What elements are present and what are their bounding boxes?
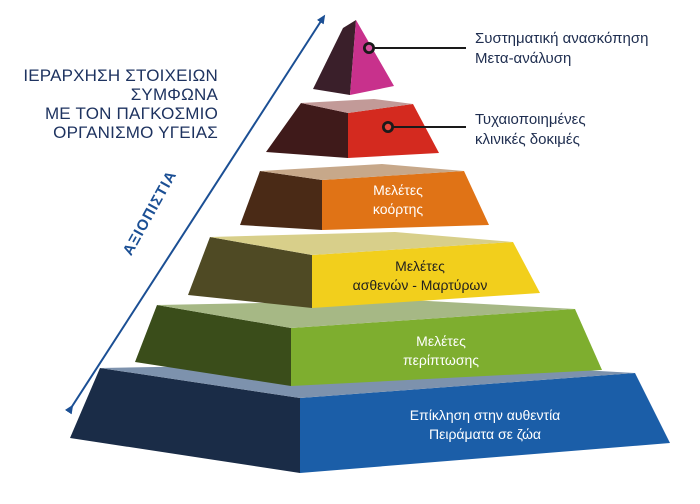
callout-rct: Τυχαιοποιημένες κλινικές δοκιμές (475, 110, 586, 150)
pyramid-level-6 (313, 20, 394, 95)
level-label-line: κοόρτης (372, 201, 424, 217)
callout-systematic-review: Συστηματική ανασκόπηση Μετα-ανάλυση (475, 29, 648, 69)
pyramid-level-3 (188, 232, 540, 308)
level-label-line: ασθενών - Μαρτύρων (352, 277, 488, 293)
pyramid-level-5 (266, 99, 439, 158)
callout-connector-rct (382, 121, 466, 133)
level-label-line: Πειράματα σε ζώα (428, 426, 542, 442)
diagram-title: ΙΕΡΑΡΧΗΣΗ ΣΤΟΙΧΕΙΩΝ ΣΥΜΦΩΝΑ ΜΕ ΤΟΝ ΠΑΓΚΟ… (4, 66, 218, 142)
level-label-line: Μελέτες (373, 182, 423, 198)
callout-line: Τυχαιοποιημένες (475, 111, 586, 128)
level-label-line: περίπτωσης (402, 352, 480, 368)
level-label-case-study: Μελέτες περίπτωσης (403, 332, 479, 370)
pyramid-level-4 (240, 164, 489, 230)
callout-connector-apex (363, 42, 466, 54)
level-label-case-control: Μελέτες ασθενών - Μαρτύρων (353, 257, 488, 295)
level-label-cohort: Μελέτες κοόρτης (373, 181, 423, 219)
level-label-line: Μελέτες (416, 333, 466, 349)
title-line: ΜΕ ΤΟΝ ΠΑΓΚΟΣΜΙΟ (44, 104, 218, 123)
title-line: ΣΥΜΦΩΝΑ (130, 85, 218, 104)
callout-line: κλινικές δοκιμές (475, 131, 580, 148)
callout-line: Συστηματική ανασκόπηση (475, 30, 649, 47)
level-label-line: Επίκληση στην αυθεντία (409, 407, 561, 423)
reliability-axis-arrow (64, 14, 326, 415)
title-line: ΙΕΡΑΡΧΗΣΗ ΣΤΟΙΧΕΙΩΝ (23, 66, 218, 85)
pyramid-level-2 (135, 300, 602, 386)
title-line: ΟΡΓΑΝΙΣΜΟ ΥΓΕΙΑΣ (53, 123, 218, 142)
level-label-line: Μελέτες (395, 258, 445, 274)
level-label-authority: Επίκληση στην αυθεντία Πειράματα σε ζώα (410, 406, 561, 444)
callout-line: Μετα-ανάλυση (475, 50, 572, 67)
